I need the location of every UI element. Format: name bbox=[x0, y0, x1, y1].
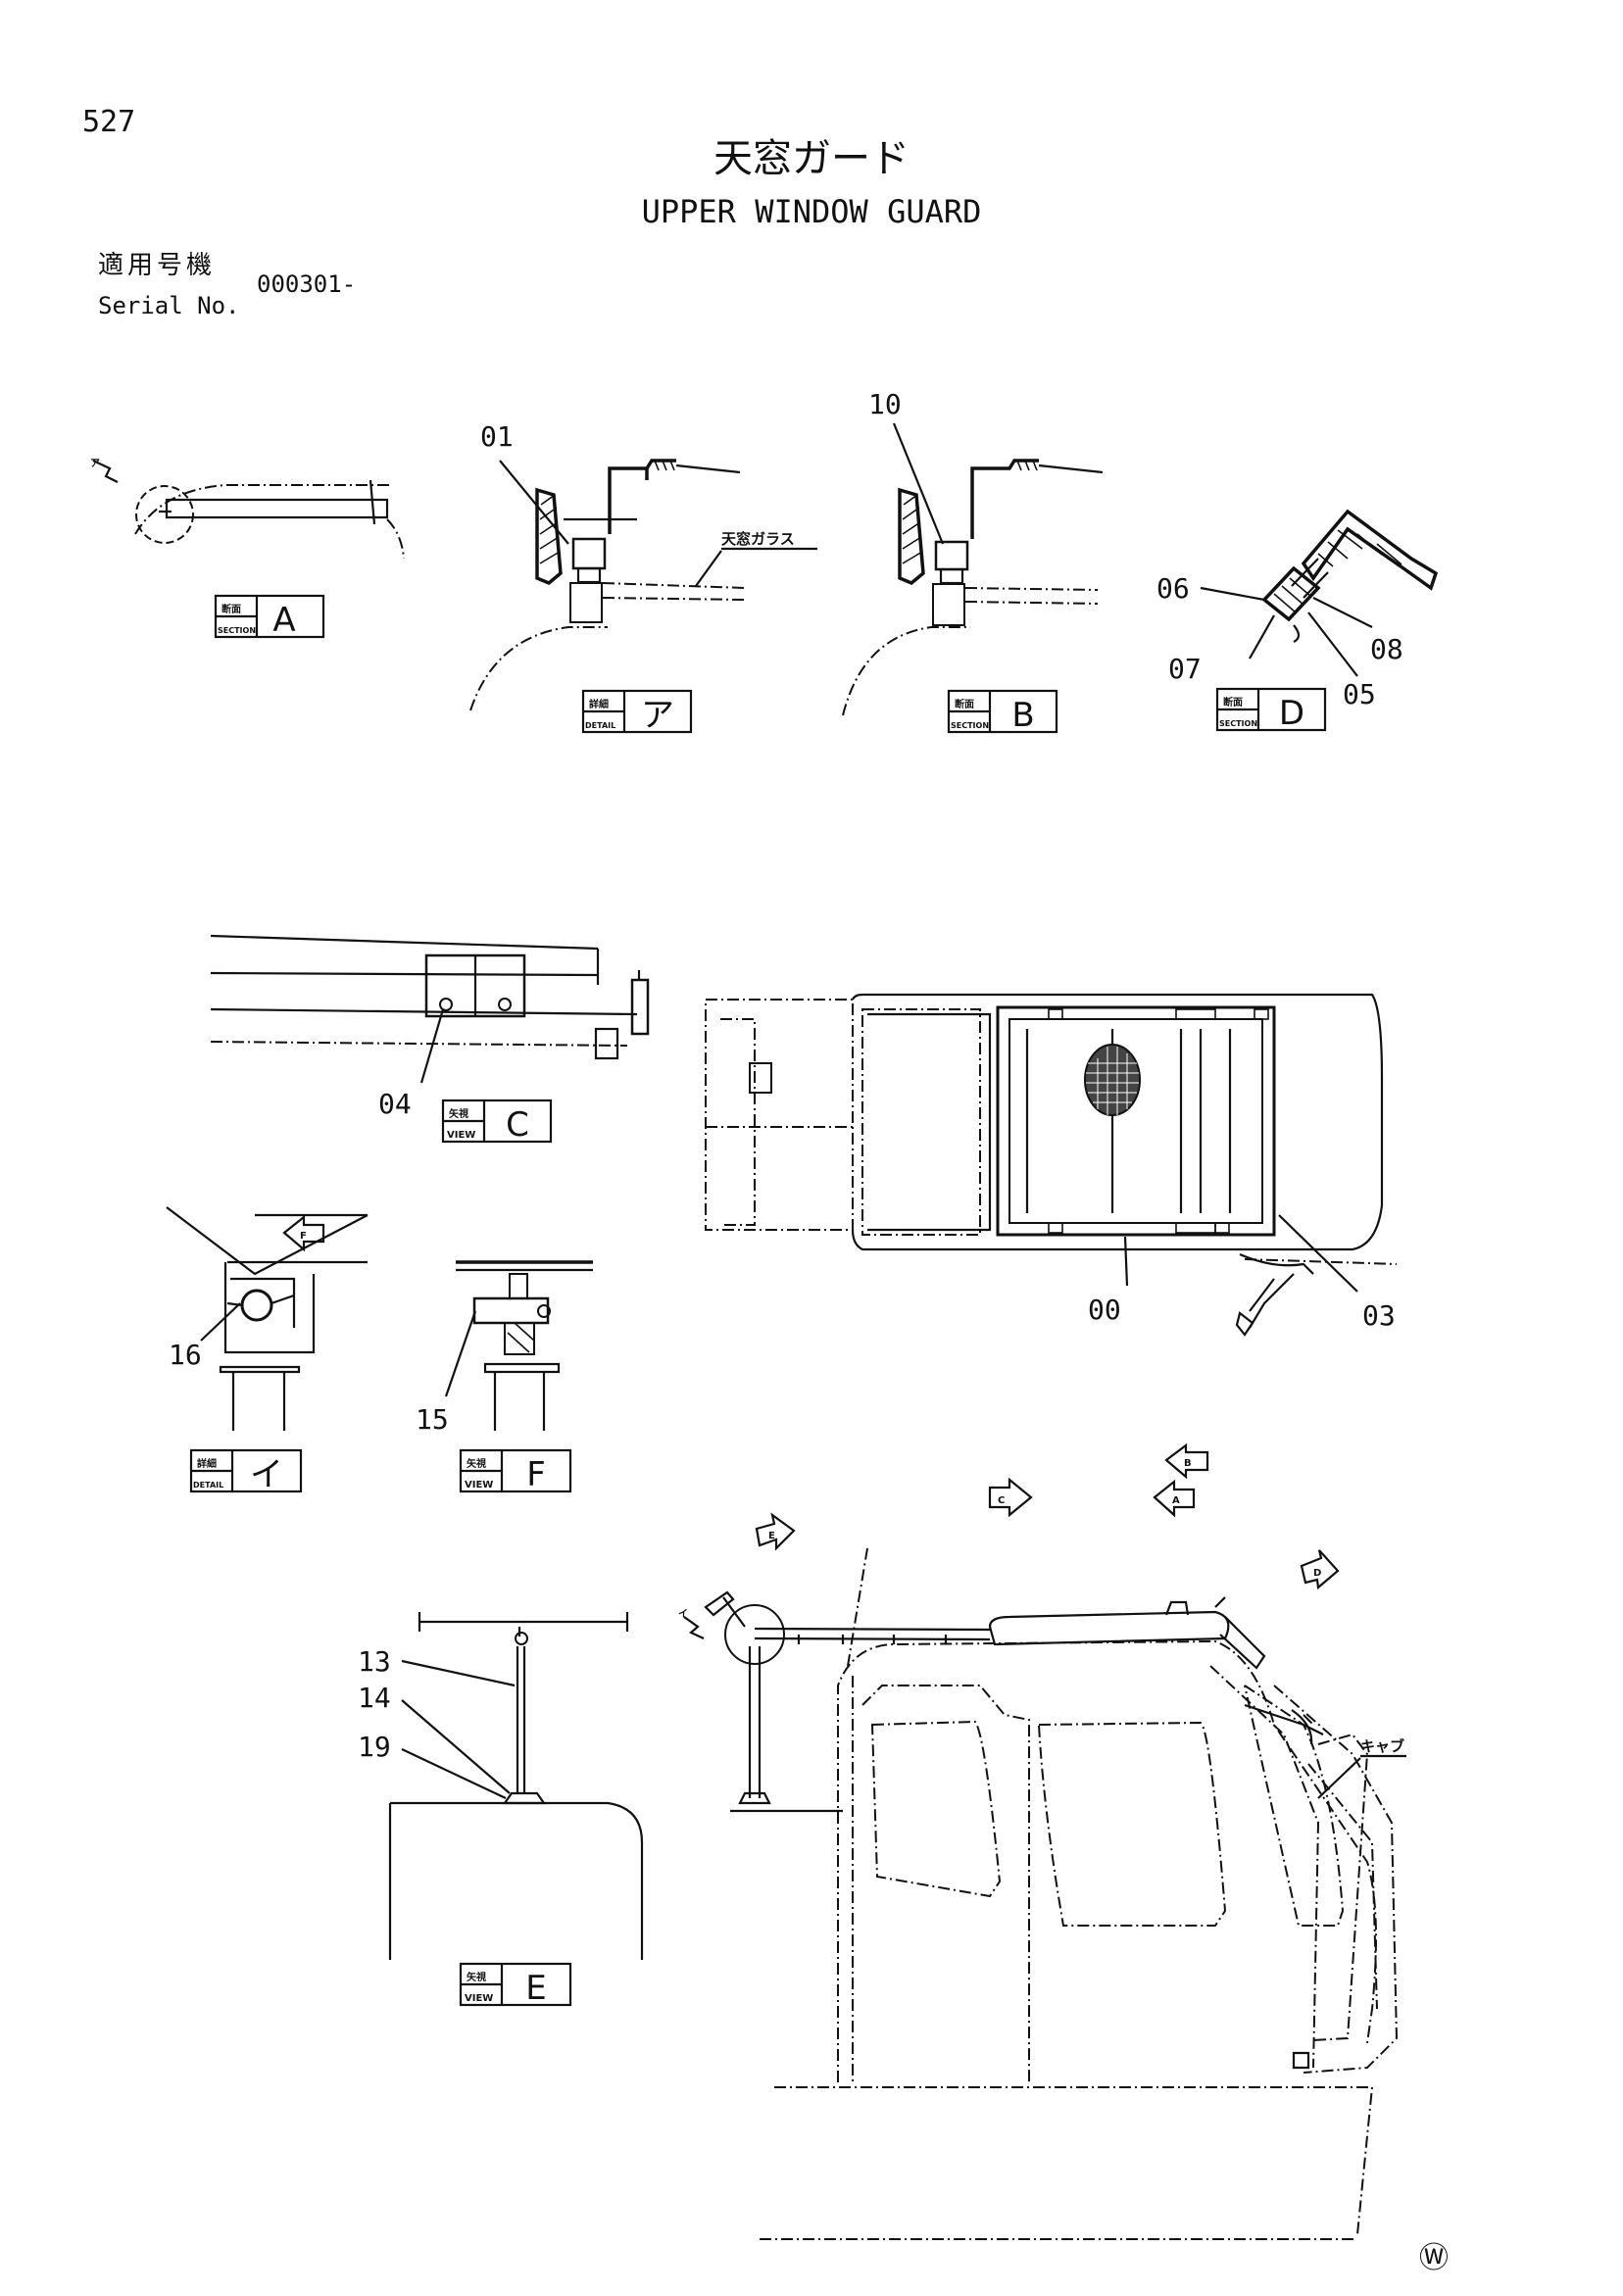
part-number-10: 10 bbox=[868, 388, 902, 420]
svg-text:詳細: 詳細 bbox=[589, 698, 609, 710]
view-e-drawing: 13 14 19 bbox=[358, 1612, 644, 1960]
view-arrow-e: E bbox=[755, 1512, 796, 1551]
svg-text:VIEW: VIEW bbox=[465, 1993, 493, 2004]
arrow-f-marker: F bbox=[300, 1231, 307, 1242]
footer-mark: Ⓦ bbox=[1419, 2241, 1449, 2275]
svg-text:D: D bbox=[1279, 694, 1304, 733]
svg-text:VIEW: VIEW bbox=[465, 1480, 493, 1490]
arrow-c-letter: C bbox=[998, 1495, 1005, 1506]
arrow-e-letter: E bbox=[768, 1531, 775, 1541]
section-a-drawing: ア bbox=[90, 458, 405, 560]
svg-text:ア: ア bbox=[641, 696, 674, 735]
svg-text:断面: 断面 bbox=[221, 603, 241, 615]
svg-text:B: B bbox=[1011, 696, 1034, 735]
view-arrow-b: B bbox=[1164, 1442, 1209, 1480]
svg-text:矢視: 矢視 bbox=[467, 1457, 486, 1470]
svg-text:矢視: 矢視 bbox=[467, 1971, 486, 1983]
section-b-drawing: 10 bbox=[842, 388, 1104, 716]
title-english: UPPER WINDOW GUARD bbox=[641, 193, 982, 230]
caption-detail-a: 詳細 DETAIL ア bbox=[581, 689, 693, 735]
detail-marker-a: ア bbox=[90, 458, 100, 469]
svg-text:SECTION: SECTION bbox=[1219, 719, 1257, 728]
part-number-16: 16 bbox=[169, 1339, 202, 1371]
caption-view-e: 矢視 VIEW E bbox=[459, 1962, 572, 2008]
svg-text:C: C bbox=[506, 1105, 529, 1145]
view-arrow-a: A bbox=[1153, 1479, 1196, 1518]
part-number-01: 01 bbox=[480, 420, 514, 453]
part-number-04: 04 bbox=[378, 1088, 412, 1120]
svg-text:SECTION: SECTION bbox=[951, 721, 989, 730]
svg-text:DETAIL: DETAIL bbox=[585, 721, 615, 730]
cab-isometric-drawing: イ キャブ bbox=[678, 1547, 1406, 2240]
svg-text:矢視: 矢視 bbox=[449, 1107, 468, 1120]
svg-text:A: A bbox=[272, 601, 295, 640]
detail-i-drawing: 16 F bbox=[166, 1206, 369, 1431]
part-number-05: 05 bbox=[1343, 678, 1376, 710]
svg-text:イ: イ bbox=[250, 1455, 283, 1494]
cab-label: キャブ bbox=[1360, 1737, 1404, 1755]
svg-text:断面: 断面 bbox=[955, 698, 974, 710]
part-number-14: 14 bbox=[358, 1682, 391, 1714]
part-number-19: 19 bbox=[358, 1731, 391, 1763]
page-number: 527 bbox=[82, 105, 136, 139]
svg-text:詳細: 詳細 bbox=[197, 1457, 217, 1470]
top-view-drawing: 00 03 bbox=[705, 993, 1398, 1337]
view-c-drawing: 04 bbox=[210, 934, 650, 1120]
caption-view-f: 矢視 VIEW F bbox=[459, 1448, 572, 1494]
arrow-b-letter: B bbox=[1184, 1458, 1192, 1469]
svg-text:E: E bbox=[525, 1969, 546, 2008]
svg-text:DETAIL: DETAIL bbox=[193, 1481, 223, 1490]
serial-label-english: Serial No. bbox=[98, 292, 240, 319]
caption-view-c: 矢視 VIEW C bbox=[441, 1099, 553, 1145]
part-number-08: 08 bbox=[1370, 633, 1403, 665]
caption-detail-i: 詳細 DETAIL イ bbox=[189, 1448, 303, 1494]
caption-section-d: 断面 SECTION D bbox=[1215, 687, 1327, 733]
svg-text:SECTION: SECTION bbox=[218, 626, 256, 635]
view-arrow-d: D bbox=[1300, 1549, 1340, 1590]
part-number-07: 07 bbox=[1168, 653, 1202, 685]
serial-label-japanese: 適用号機 bbox=[98, 251, 217, 280]
part-number-13: 13 bbox=[358, 1645, 391, 1678]
detail-marker-i: イ bbox=[678, 1608, 688, 1620]
arrow-d-letter: D bbox=[1313, 1568, 1321, 1579]
view-arrow-c: C bbox=[988, 1477, 1033, 1518]
svg-text:断面: 断面 bbox=[1223, 696, 1243, 708]
svg-text:VIEW: VIEW bbox=[447, 1130, 475, 1141]
part-number-06: 06 bbox=[1156, 572, 1190, 605]
detail-a-drawing: 01 天窓ガラス bbox=[469, 420, 817, 711]
view-f-drawing: 15 bbox=[416, 1260, 593, 1436]
serial-number-value: 000301- bbox=[257, 270, 357, 298]
part-number-00: 00 bbox=[1088, 1294, 1121, 1326]
caption-section-a: 断面 SECTION A bbox=[214, 594, 325, 640]
arrow-a-letter: A bbox=[1172, 1495, 1180, 1506]
caption-section-b: 断面 SECTION B bbox=[947, 689, 1058, 735]
section-d-drawing: 06 07 08 05 bbox=[1156, 509, 1439, 710]
svg-text:F: F bbox=[526, 1455, 546, 1494]
skylight-glass-label: 天窓ガラス bbox=[721, 530, 795, 548]
part-number-15: 15 bbox=[416, 1403, 449, 1436]
title-japanese: 天窓ガード bbox=[713, 136, 910, 181]
part-number-03: 03 bbox=[1362, 1299, 1396, 1332]
